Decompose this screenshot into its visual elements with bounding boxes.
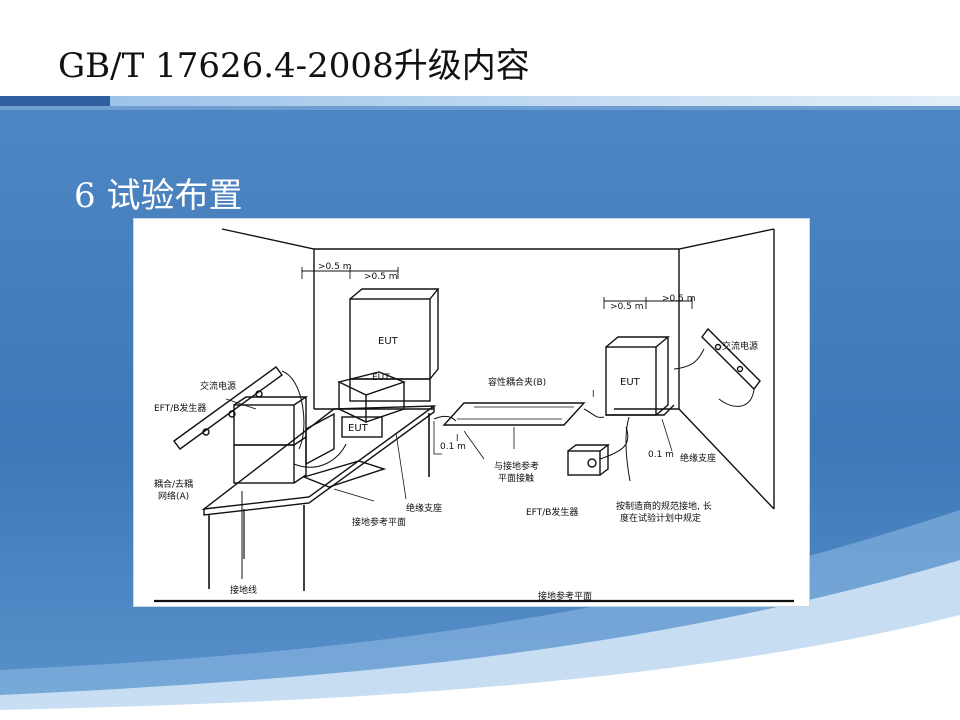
test-setup-diagram: >0.5 m >0.5 m >0.5 m >0.5 m EUT EUT EUT … xyxy=(133,218,810,607)
eftb-generator-left-label: EFT/B发生器 xyxy=(154,402,206,414)
ac-power-left-label: 交流电源 xyxy=(200,380,236,392)
distance-label-2: >0.5 m xyxy=(364,272,397,282)
ground-wire-label: 接地线 xyxy=(230,584,257,596)
title-area: GB/T 17626.4-2008升级内容 xyxy=(0,0,960,96)
manufacturer-grounding-label-2: 度在试验计划中规定 xyxy=(620,512,701,524)
coupling-network-label: 耦合/去耦 xyxy=(154,478,193,490)
header-band-light xyxy=(110,96,960,106)
distance-label-3: >0.5 m xyxy=(610,302,643,312)
ground-plane-table-label: 接地参考平面 xyxy=(352,516,406,528)
ground-plane-floor-label: 接地参考平面 xyxy=(538,590,592,602)
header-band-under xyxy=(0,106,960,110)
gap-left-label: 0.1 m xyxy=(440,442,466,452)
length-mark-right: l xyxy=(592,390,595,400)
section-heading: 6 试验布置 xyxy=(74,176,243,216)
eut-tall-label: EUT xyxy=(378,336,399,347)
distance-label-1: >0.5 m xyxy=(318,262,351,272)
insulation-support-right-label: 绝缘支座 xyxy=(680,452,716,464)
gap-right-label: 0.1 m xyxy=(648,450,674,460)
eut-small-label: EUT xyxy=(348,423,369,434)
background-swoosh xyxy=(0,510,960,720)
ground-contact-label: 与接地参考 xyxy=(494,460,539,472)
distance-label-4: >0.5 m xyxy=(662,294,695,304)
eut-mid-label: EUT xyxy=(372,373,390,383)
insulation-support-left-label: 绝缘支座 xyxy=(406,502,442,514)
length-mark-left: l xyxy=(456,434,459,444)
capacitive-clamp-label: 容性耦合夹(B) xyxy=(488,376,546,388)
slide-body: 6 试验布置 xyxy=(0,110,960,720)
coupling-network-label-2: 网络(A) xyxy=(158,490,189,502)
slide-title: GB/T 17626.4-2008升级内容 xyxy=(58,46,530,86)
eut-right-label: EUT xyxy=(620,377,641,388)
eftb-generator-right-label: EFT/B发生器 xyxy=(526,506,578,518)
ground-contact-label-2: 平面接触 xyxy=(498,472,534,484)
diagram-drawing: >0.5 m >0.5 m >0.5 m >0.5 m EUT EUT EUT … xyxy=(154,228,794,603)
manufacturer-grounding-label: 按制造商的规范接地, 长 xyxy=(616,500,712,512)
ac-power-right-label: 交流电源 xyxy=(722,340,758,352)
